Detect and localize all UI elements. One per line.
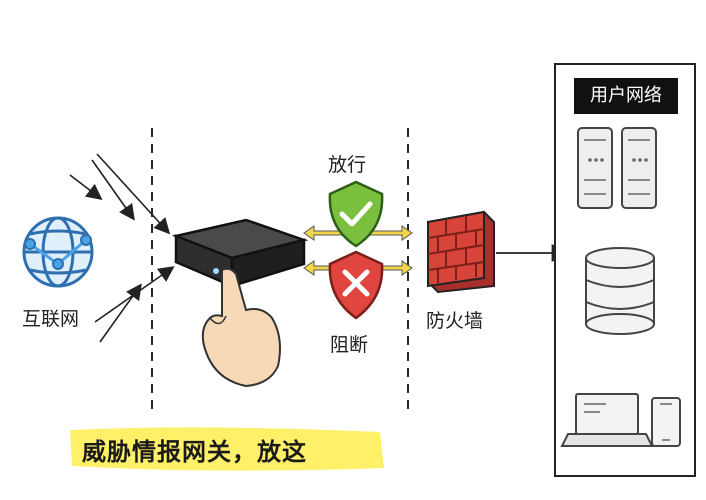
user-network-title: 用户网络 — [574, 78, 678, 114]
check-shield-icon — [328, 180, 384, 248]
database-icon — [585, 247, 655, 335]
block-label: 阻断 — [330, 334, 369, 356]
hand-icon — [201, 267, 281, 388]
gateway-device-icon — [171, 218, 309, 288]
firewall-label: 防火墙 — [426, 310, 484, 332]
caption-highlight — [70, 427, 384, 471]
internet-label: 互联网 — [22, 308, 80, 330]
incoming-traffic-arrows — [69, 153, 175, 343]
server-icon — [577, 127, 657, 209]
x-shield-icon — [328, 250, 384, 320]
allow-label: 放行 — [328, 154, 367, 176]
firewall-icon — [427, 210, 495, 294]
laptop-icon — [560, 393, 654, 447]
caption-text: 威胁情报网关，放这 — [82, 438, 307, 466]
globe-icon — [22, 216, 94, 288]
phone-icon — [651, 397, 681, 447]
